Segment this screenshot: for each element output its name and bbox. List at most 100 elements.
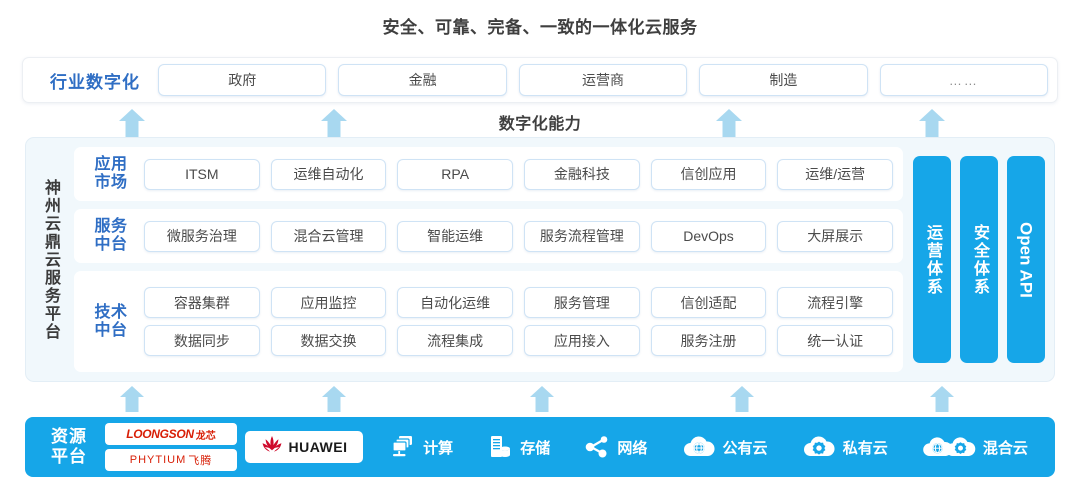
resource-platform-bar: 资源 平台 LOONGSON 龙芯 PHYTIUM 飞腾 HUAWEI: [25, 417, 1055, 477]
layer-service-platform: 服务 中台 微服务治理 混合云管理 智能运维 服务流程管理 DevOps 大屏展…: [74, 209, 903, 263]
chip-service-registration[interactable]: 服务注册: [650, 325, 767, 356]
pillar-security-system[interactable]: 安全体系: [960, 156, 998, 363]
chip-devops[interactable]: DevOps: [650, 220, 767, 252]
resource-item-list: 计算 存储: [363, 434, 1045, 460]
chip-unified-authentication[interactable]: 统一认证: [777, 325, 894, 356]
up-arrow-icon: [118, 108, 146, 138]
chip-rpa[interactable]: RPA: [397, 158, 514, 190]
storage-icon: [487, 434, 513, 460]
resource-item-label: 私有云: [842, 439, 888, 457]
layer-service-platform-content: 微服务治理 混合云管理 智能运维 服务流程管理 DevOps 大屏展示: [144, 220, 894, 252]
page-title: 安全、可靠、完备、一致的一体化云服务: [382, 18, 698, 37]
industry-cell-finance[interactable]: 金融: [338, 64, 507, 96]
private-cloud-icon: [802, 435, 836, 459]
industry-cell-list: 政府 金融 运营商 制造 ……: [158, 64, 1049, 96]
resource-item-label: 计算: [423, 439, 454, 457]
chip-data-sync[interactable]: 数据同步: [144, 325, 260, 356]
network-icon: [584, 434, 610, 460]
layer-service-platform-label: 服务 中台: [78, 218, 144, 254]
layer-app-market-label: 应用 市场: [78, 156, 144, 192]
layer-label-line-2: 中台: [94, 236, 128, 253]
platform-layer-list: 应用 市场 ITSM 运维自动化 RPA 金融科技 信创应用 运维/运营: [74, 147, 903, 372]
chip-vendor-logo-stack: LOONGSON 龙芯 PHYTIUM 飞腾: [105, 423, 237, 471]
chip-app-monitoring[interactable]: 应用监控: [270, 287, 387, 318]
resource-platform-label: 资源 平台: [33, 427, 105, 468]
layer-tech-platform: 技术 中台 容器集群 应用监控 自动化运维 服务管理 信创适配 流程引擎 数据同…: [74, 271, 903, 372]
chip-process-engine[interactable]: 流程引擎: [777, 287, 894, 318]
logo-phytium[interactable]: PHYTIUM 飞腾: [105, 449, 237, 471]
resource-item-private-cloud[interactable]: 私有云: [802, 435, 888, 459]
chip-service-management[interactable]: 服务管理: [524, 287, 640, 318]
layer-tech-platform-label: 技术 中台: [78, 304, 144, 340]
industry-cell-more[interactable]: ……: [879, 64, 1049, 96]
chip-fintech[interactable]: 金融科技: [524, 158, 640, 190]
industry-band-label: 行业数字化: [50, 72, 140, 92]
layer-tech-platform-content: 容器集群 应用监控 自动化运维 服务管理 信创适配 流程引擎 数据同步 数据交换…: [144, 287, 894, 356]
chip-app-access[interactable]: 应用接入: [524, 325, 640, 356]
chip-intelligent-ops[interactable]: 智能运维: [397, 220, 514, 252]
industry-cell-government[interactable]: 政府: [158, 64, 327, 96]
public-cloud-icon: [682, 435, 716, 459]
resource-item-label: 混合云: [982, 439, 1028, 457]
up-arrow-icon: [118, 385, 146, 413]
layer-label-line-2: 中台: [94, 321, 128, 339]
chip-process-integration[interactable]: 流程集成: [397, 325, 514, 356]
industry-digitalization-band: 行业数字化 政府 金融 运营商 制造 ……: [22, 57, 1058, 103]
compute-icon: [390, 434, 416, 460]
top-arrow-row: [0, 108, 1080, 140]
resource-label-line-2: 平台: [51, 447, 87, 466]
platform-vertical-label: 神州云鼎云服务平台: [42, 178, 59, 341]
resource-item-compute[interactable]: 计算: [390, 434, 453, 460]
chip-microservice-governance[interactable]: 微服务治理: [144, 220, 260, 252]
logo-loongson[interactable]: LOONGSON 龙芯: [105, 423, 237, 445]
logo-loongson-cn: 龙芯: [195, 430, 216, 442]
logo-phytium-latin: PHYTIUM: [129, 454, 187, 466]
up-arrow-icon: [918, 108, 946, 138]
industry-cell-manufacturing[interactable]: 制造: [699, 64, 868, 96]
resource-item-storage[interactable]: 存储: [487, 434, 550, 460]
chip-service-process-management[interactable]: 服务流程管理: [524, 220, 640, 252]
chip-row: 数据同步 数据交换 流程集成 应用接入 服务注册 统一认证: [144, 325, 894, 356]
up-arrow-icon: [320, 108, 348, 138]
huawei-flower-icon: [261, 435, 283, 460]
layer-app-market-content: ITSM 运维自动化 RPA 金融科技 信创应用 运维/运营: [144, 158, 894, 190]
chip-automated-ops[interactable]: 自动化运维: [397, 287, 514, 318]
chip-container-cluster[interactable]: 容器集群: [144, 287, 260, 318]
cloud-service-platform-panel: 神州云鼎云服务平台 应用 市场 ITSM 运维自动化 RPA 金融科技 信创应用…: [25, 137, 1055, 382]
layer-label-line-1: 应用: [94, 156, 128, 174]
resource-item-label: 网络: [617, 439, 648, 457]
layer-label-line-1: 技术: [94, 303, 128, 321]
resource-label-line-1: 资源: [51, 426, 87, 446]
logo-huawei[interactable]: HUAWEI: [245, 431, 363, 463]
chip-xinchuang-adaptation[interactable]: 信创适配: [650, 287, 767, 318]
pillar-open-api[interactable]: Open API: [1007, 156, 1045, 363]
up-arrow-icon: [928, 385, 956, 413]
chip-large-screen-display[interactable]: 大屏展示: [777, 220, 894, 252]
platform-body: 应用 市场 ITSM 运维自动化 RPA 金融科技 信创应用 运维/运营: [74, 138, 1054, 381]
resource-item-network[interactable]: 网络: [584, 434, 647, 460]
resource-item-public-cloud[interactable]: 公有云: [682, 435, 768, 459]
pillar-operations-system[interactable]: 运营体系: [913, 156, 951, 363]
resource-item-hybrid-cloud[interactable]: 混合云: [922, 435, 1028, 459]
bottom-arrow-row: [0, 385, 1080, 415]
chip-itsm[interactable]: ITSM: [144, 158, 260, 190]
pillar-list: 运营体系 安全体系 Open API: [903, 147, 1045, 372]
logo-loongson-latin: LOONGSON: [126, 427, 194, 441]
up-arrow-icon: [320, 385, 348, 413]
logo-huawei-latin: HUAWEI: [288, 439, 348, 455]
up-arrow-icon: [528, 385, 556, 413]
resource-item-label: 存储: [520, 439, 551, 457]
chip-hybrid-cloud-management[interactable]: 混合云管理: [270, 220, 387, 252]
chip-xinchuang-app[interactable]: 信创应用: [650, 158, 767, 190]
chip-ops-automation[interactable]: 运维自动化: [270, 158, 387, 190]
chip-row: 容器集群 应用监控 自动化运维 服务管理 信创适配 流程引擎: [144, 287, 894, 318]
up-arrow-icon: [728, 385, 756, 413]
chip-data-exchange[interactable]: 数据交换: [270, 325, 387, 356]
layer-label-line-1: 服务: [94, 218, 128, 236]
hybrid-cloud-icon: [922, 435, 976, 459]
capability-label: 数字化能力: [498, 116, 582, 133]
layer-label-line-2: 市场: [94, 174, 128, 191]
chip-ops-operations[interactable]: 运维/运营: [777, 158, 894, 190]
industry-cell-telecom[interactable]: 运营商: [518, 64, 688, 96]
up-arrow-icon: [715, 108, 743, 138]
